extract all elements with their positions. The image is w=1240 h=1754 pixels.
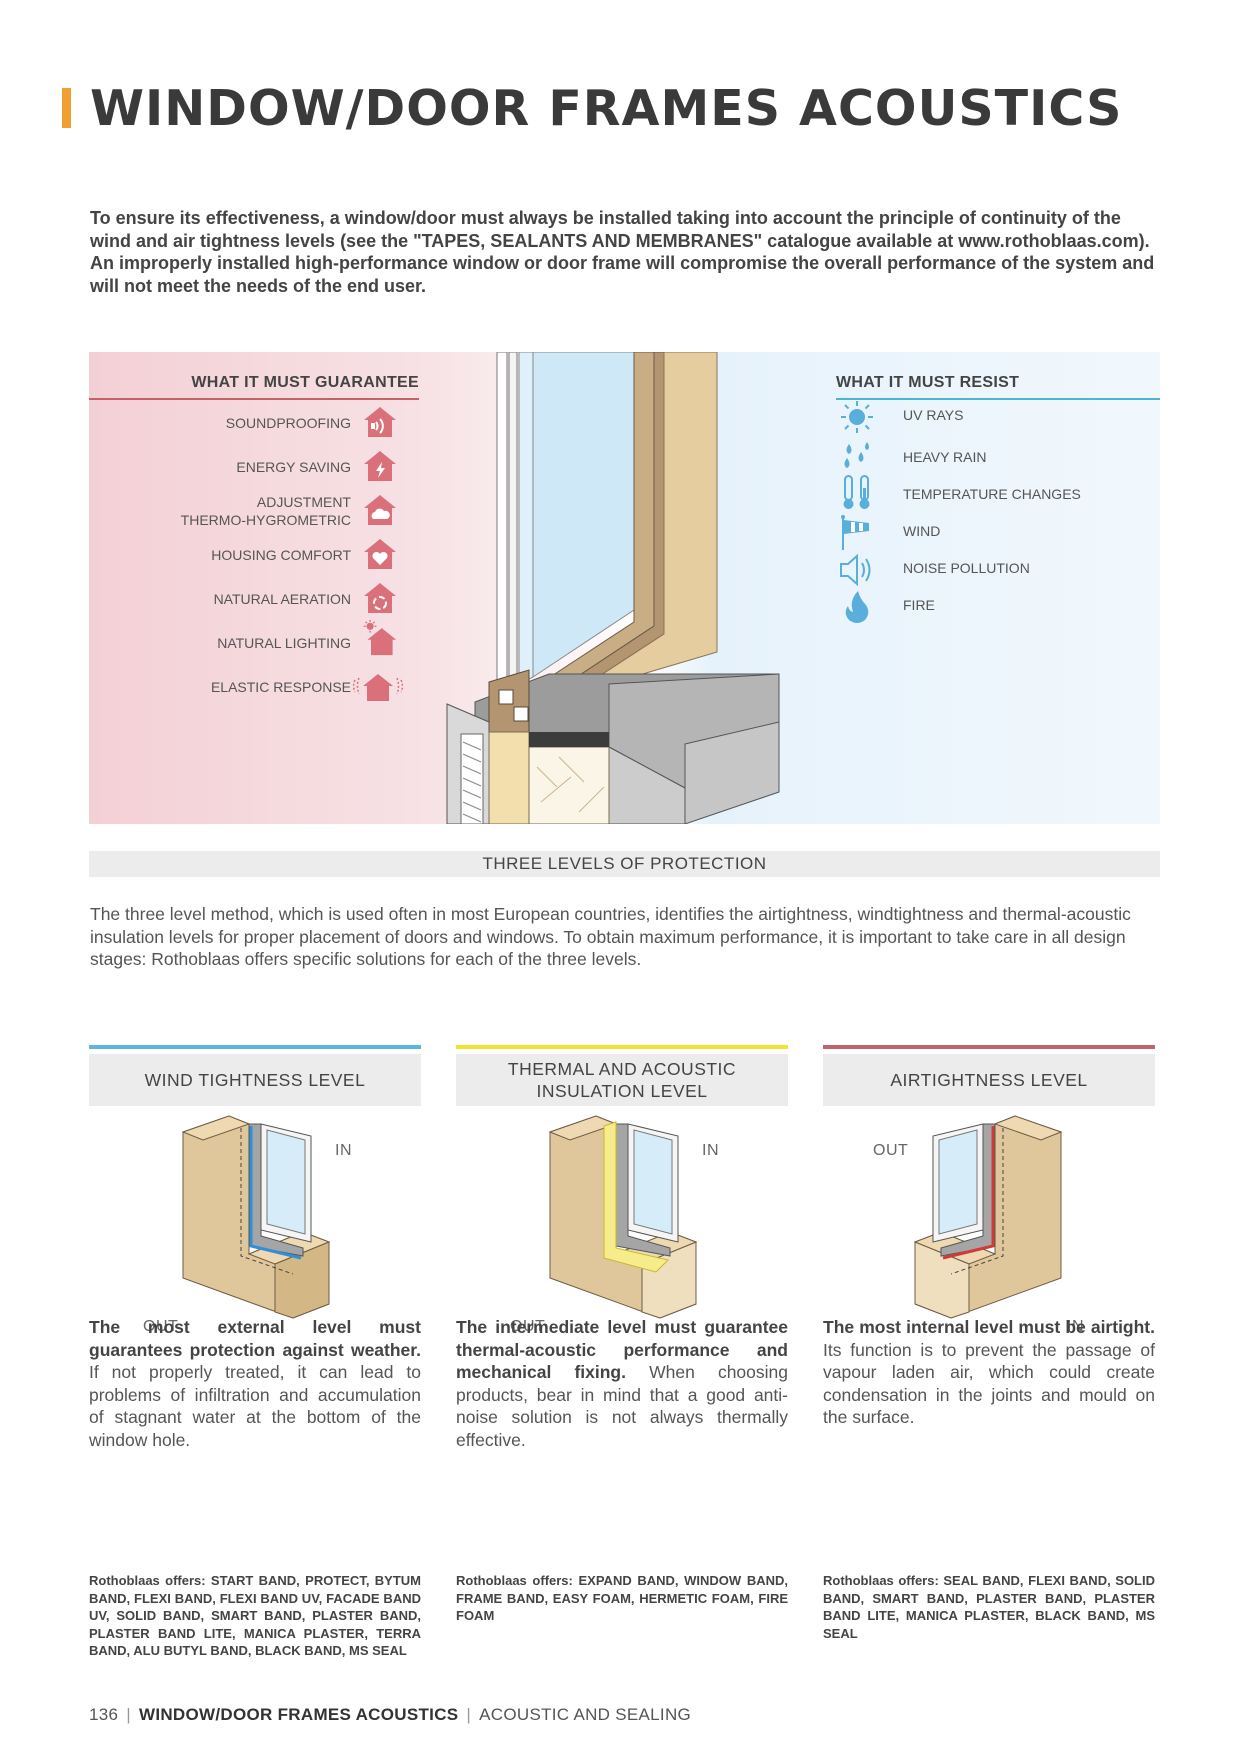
guarantee-item-elastic: ELASTIC RESPONSE — [210, 679, 351, 695]
column-wind-tightness: WIND TIGHTNESS LEVEL IN OUT — [89, 1045, 421, 1336]
levels-paragraph: The three level method, which is used of… — [90, 904, 1131, 970]
column-lead: The intermediate level must guarantee th… — [456, 1317, 788, 1383]
column-body: When choosing products, bear in mind tha… — [456, 1362, 788, 1450]
column-offers: Rothoblaas offers: START BAND, PROTECT, … — [89, 1573, 421, 1658]
house-heart-icon — [364, 539, 396, 569]
sun-icon — [841, 401, 873, 433]
guarantee-item-adjustment: ADJUSTMENT THERMO-HYGROMETRIC — [180, 494, 351, 528]
column-illustration: OUT IN — [823, 1106, 1155, 1336]
window-section-drawing — [446, 352, 780, 824]
column-offers: Rothoblaas offers: SEAL BAND, FLEXI BAND… — [823, 1573, 1155, 1641]
speaker-icon — [840, 553, 871, 587]
column-lead: The most internal level must be airtight… — [823, 1317, 1155, 1337]
title-accent-bar — [62, 88, 71, 128]
column-thermal-acoustic: THERMAL AND ACOUSTIC INSULATION LEVEL IN… — [456, 1045, 788, 1336]
levels-heading: THREE LEVELS OF PROTECTION — [89, 851, 1160, 877]
wind-tightness-drawing — [181, 1115, 331, 1319]
footer-section: WINDOW/DOOR FRAMES ACOUSTICS — [138, 1705, 459, 1724]
footer-separator: | — [466, 1705, 472, 1724]
column-illustration: IN OUT — [89, 1106, 421, 1336]
column-heading: AIRTIGHTNESS LEVEL — [823, 1054, 1155, 1106]
resist-item-uv: UV RAYS — [903, 407, 964, 423]
guarantee-item-lighting: NATURAL LIGHTING — [217, 635, 351, 651]
resist-item-rain: HEAVY RAIN — [903, 449, 987, 465]
label-top: IN — [702, 1142, 719, 1159]
page-number: 136 — [89, 1705, 119, 1724]
column-body: If not properly treated, it can lead to … — [89, 1362, 421, 1450]
guarantee-item-comfort: HOUSING COMFORT — [211, 547, 351, 563]
house-energy-icon — [364, 451, 396, 481]
column-color-bar — [89, 1045, 421, 1049]
resist-item-fire: FIRE — [903, 597, 935, 613]
thermal-acoustic-drawing — [548, 1115, 698, 1319]
house-sun-icon — [363, 620, 397, 656]
column-description: The most external level must guarantees … — [89, 1316, 421, 1452]
rain-icon — [844, 442, 869, 468]
column-lead: The most external level must guarantees … — [89, 1317, 421, 1360]
column-illustration: IN OUT — [456, 1106, 788, 1336]
house-sound-icon — [364, 407, 396, 437]
guarantee-item-aeration: NATURAL AERATION — [213, 591, 351, 607]
label-bottom: OUT — [143, 1318, 179, 1335]
label-bottom: OUT — [510, 1318, 546, 1335]
house-cloud-icon — [364, 495, 396, 525]
resist-item-noise: NOISE POLLUTION — [903, 560, 1030, 576]
footer-separator: | — [126, 1705, 131, 1724]
thermometer-icon — [843, 475, 870, 509]
column-heading: THERMAL AND ACOUSTIC INSULATION LEVEL — [456, 1054, 788, 1106]
column-airtightness: AIRTIGHTNESS LEVEL OUT IN — [823, 1045, 1155, 1336]
column-description: The intermediate level must guarantee th… — [456, 1316, 788, 1452]
label-top: IN — [335, 1142, 352, 1159]
guarantee-heading: WHAT IT MUST GUARANTEE — [89, 374, 419, 400]
house-elastic-icon — [353, 674, 403, 701]
windsock-icon — [841, 515, 869, 550]
intro-paragraph: To ensure its effectiveness, a window/do… — [90, 208, 1155, 296]
label-bottom: IN — [1067, 1318, 1084, 1335]
column-color-bar — [456, 1045, 788, 1049]
column-offers: Rothoblaas offers: EXPAND BAND, WINDOW B… — [456, 1573, 788, 1623]
resist-heading: WHAT IT MUST RESIST — [836, 374, 1160, 400]
airtightness-drawing — [913, 1115, 1063, 1319]
guarantee-item-energy: ENERGY SAVING — [236, 459, 351, 475]
column-body: Its function is to prevent the passage o… — [823, 1339, 1155, 1428]
resist-item-wind: WIND — [903, 523, 941, 539]
guarantee-item-soundproofing: SOUNDPROOFING — [225, 415, 351, 431]
hero-illustration: WHAT IT MUST GUARANTEE SOUNDPROOFING ENE… — [89, 352, 1160, 824]
column-description: The most internal level must be airtight… — [823, 1316, 1155, 1429]
page-footer: 136 | WINDOW/DOOR FRAMES ACOUSTICS | ACOUSTI… — [89, 1705, 691, 1725]
footer-chapter: ACOUSTIC AND SEALING — [479, 1705, 692, 1724]
flame-icon — [845, 591, 869, 623]
page-title: WINDOW/DOOR FRAMES ACOUSTICS — [90, 80, 1123, 137]
resist-item-temperature: TEMPERATURE CHANGES — [903, 486, 1081, 502]
column-heading: WIND TIGHTNESS LEVEL — [89, 1054, 421, 1106]
label-top: OUT — [873, 1142, 909, 1159]
column-color-bar — [823, 1045, 1155, 1049]
house-aeration-icon — [364, 583, 396, 613]
